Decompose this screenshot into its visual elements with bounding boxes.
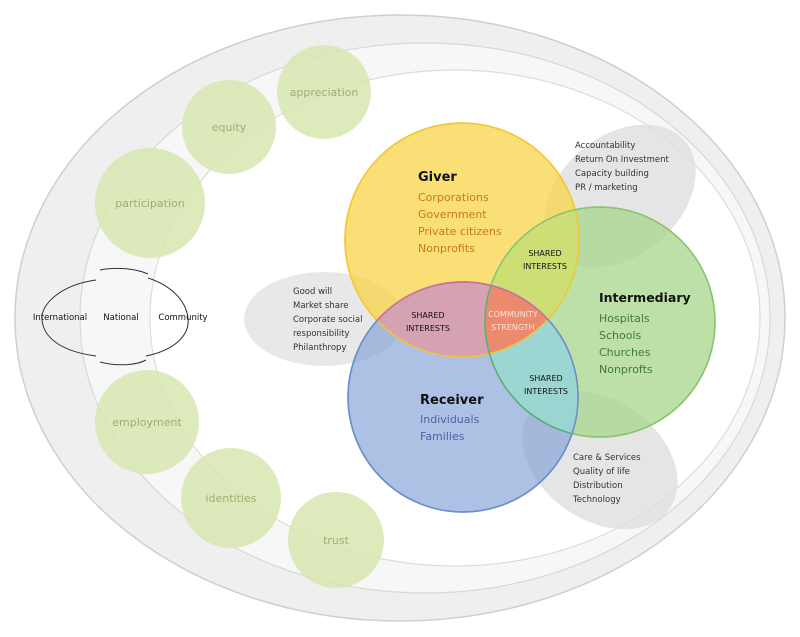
value-circle-identities — [181, 448, 281, 548]
receiver-outline-in-giver — [347, 281, 579, 357]
arrow-left-down — [41, 279, 97, 357]
value-circles — [95, 45, 384, 588]
receiver-title: Receiver — [420, 393, 484, 408]
receiver-item: Families — [420, 430, 465, 443]
benefit-left-item: Corporate social — [293, 315, 362, 325]
intermediary-item: Nonprofts — [599, 363, 653, 376]
benefit-top-item: PR / marketing — [575, 183, 638, 193]
benefit-bottom-item: Distribution — [573, 481, 623, 491]
benefit-left-item: Market share — [293, 301, 348, 311]
benefit-top-item: Return On Investment — [575, 155, 669, 165]
shared-label-bottom-line2: INTERESTS — [524, 387, 568, 396]
value-label-equity: equity — [212, 121, 247, 134]
benefit-top-item: Capacity building — [575, 169, 649, 179]
value-circle-trust — [288, 492, 384, 588]
receiver-item: Individuals — [420, 413, 480, 426]
scope-international: International — [33, 313, 87, 323]
intermediary-item: Churches — [599, 346, 651, 359]
benefit-bottom-item: Technology — [572, 495, 621, 505]
value-label-employment: employment — [112, 416, 182, 429]
benefit-bottom-item: Quality of life — [573, 467, 630, 477]
scope-national: National — [103, 313, 138, 323]
value-circle-participation — [95, 148, 205, 258]
value-label-trust: trust — [323, 534, 350, 547]
value-label-identities: identities — [205, 492, 256, 505]
benefit-top-item: Accountability — [575, 141, 635, 151]
value-label-participation: participation — [115, 197, 185, 210]
value-circle-employment — [95, 370, 199, 474]
intermediary-item: Hospitals — [599, 312, 650, 325]
scope-community: Community — [158, 313, 207, 323]
giver-item: Private citizens — [418, 225, 502, 238]
shared-label-left-line2: INTERESTS — [406, 324, 450, 333]
intermediary-item: Schools — [599, 329, 642, 342]
shared-label-left-line1: SHARED — [411, 311, 444, 320]
community-strength-line2: STRENGTH — [491, 323, 534, 332]
arrow-right-up — [145, 277, 189, 357]
shared-label-top-line1: SHARED — [528, 249, 561, 258]
shared-label-bottom-line1: SHARED — [529, 374, 562, 383]
giver-title: Giver — [418, 170, 457, 185]
value-label-appreciation: appreciation — [290, 86, 359, 99]
giver-intermediary-overlap — [485, 207, 579, 357]
community-strength-line1: COMMUNITY — [488, 310, 538, 319]
giver-outline — [344, 122, 580, 358]
giver-item: Nonprofits — [418, 242, 475, 255]
arrow-top-left — [99, 267, 149, 275]
intermediary-title: Intermediary — [599, 290, 691, 305]
benefit-bottom-item: Care & Services — [573, 453, 641, 463]
scope-cycle — [41, 267, 189, 366]
venn — [344, 122, 716, 513]
giver-item: Government — [418, 208, 487, 221]
benefit-left-item: responsibility — [293, 329, 350, 339]
intermediary-outline-in-receiver — [484, 282, 578, 438]
benefit-left-item: Philanthropy — [293, 343, 347, 353]
value-circle-equity — [182, 80, 276, 174]
value-circle-appreciation — [277, 45, 371, 139]
shared-label-top-line2: INTERESTS — [523, 262, 567, 271]
arrow-bottom-right — [99, 359, 147, 366]
benefit-left-item: Good will — [293, 287, 332, 297]
giver-item: Corporations — [418, 191, 489, 204]
